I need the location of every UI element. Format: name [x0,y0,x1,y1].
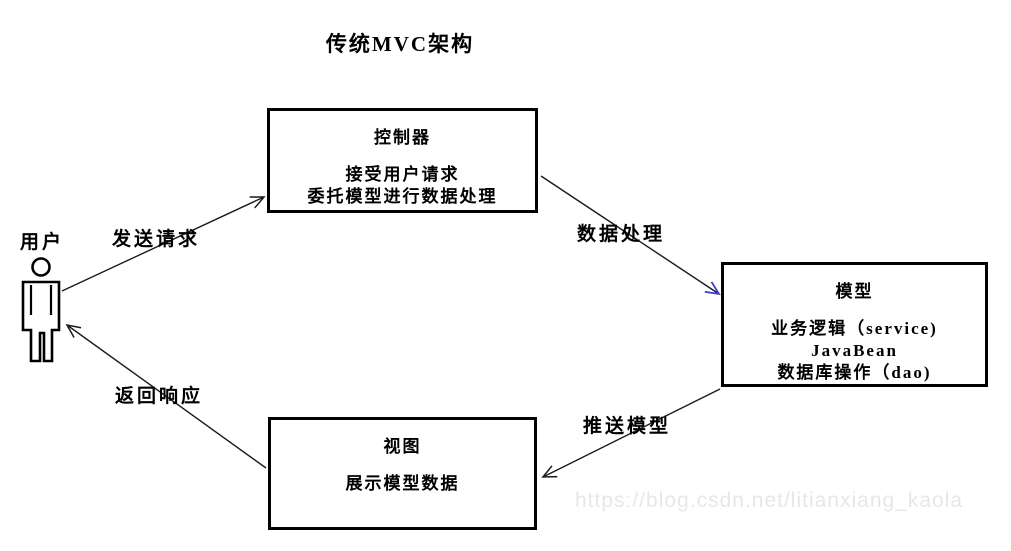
edge-label-send-request: 发送请求 [112,229,201,250]
edge-return-response-line [65,323,267,469]
edge-send-request-line [61,196,266,292]
edge-label-push-model: 推送模型 [583,416,672,437]
node-controller-body: 接受用户请求 委托模型进行数据处理 [270,164,535,208]
edge-data-processing-line [540,175,721,296]
edge-push-model-line [541,388,721,478]
node-model-body: 业务逻辑（service) JavaBean 数据库操作（dao) [724,318,985,384]
csdn-watermark: https://blog.csdn.net/litianxiang_kaola [575,489,964,512]
node-model-line: 数据库操作（dao) [777,363,932,382]
node-view-title: 视图 [383,437,422,456]
node-controller-line: 委托模型进行数据处理 [307,187,498,206]
node-model-title: 模型 [835,282,874,301]
actor-label: 用户 [20,232,65,253]
node-view-body: 展示模型数据 [271,473,534,495]
edge-label-data-processing: 数据处理 [577,224,666,245]
node-model-line: 业务逻辑（service) [771,319,938,338]
diagram-title: 传统MVC架构 [325,32,475,56]
node-controller-title: 控制器 [374,128,431,147]
node-controller-line: 接受用户请求 [345,165,460,184]
node-model: 模型 业务逻辑（service) JavaBean 数据库操作（dao) [721,262,988,387]
edge-label-return-response: 返回响应 [115,386,204,407]
node-view-line: 展示模型数据 [345,474,460,493]
user-person-icon [21,257,61,363]
node-view: 视图 展示模型数据 [268,417,537,530]
node-controller: 控制器 接受用户请求 委托模型进行数据处理 [267,108,538,213]
node-model-line: JavaBean [811,341,898,360]
